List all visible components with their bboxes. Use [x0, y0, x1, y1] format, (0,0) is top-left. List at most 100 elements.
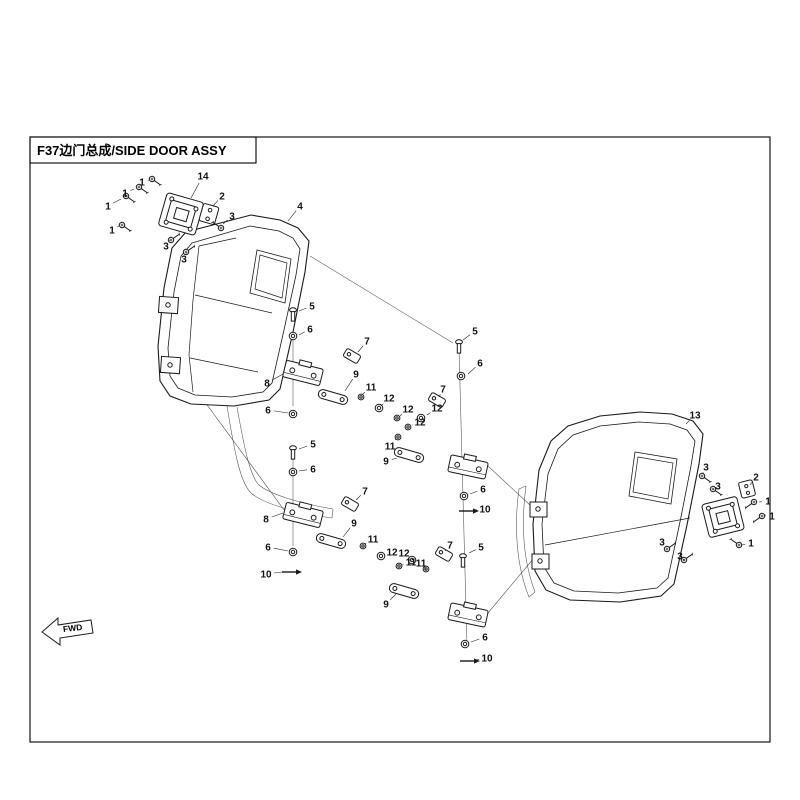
left-door-outline: [157, 214, 310, 407]
callout-label: 13: [689, 411, 701, 422]
washer-part: [288, 331, 298, 341]
callout-label: 6: [310, 465, 316, 476]
callout-leader: [273, 410, 289, 414]
callout-label: 12: [402, 405, 414, 416]
callout-label: 11: [368, 535, 379, 546]
callout-leader: [130, 188, 135, 191]
right-door-hinge-tab-upper: [529, 501, 548, 518]
callout-label: 1: [139, 178, 145, 189]
callout-leader: [169, 239, 171, 242]
callout-label: 1: [765, 497, 771, 508]
fwd-arrow: FWD: [41, 616, 94, 646]
fwd-arrow-icon: [41, 616, 94, 646]
callout-label: 1: [769, 512, 775, 523]
callout-label: 1: [109, 226, 115, 237]
title-box-border: [29, 136, 257, 164]
washer-part: [395, 562, 403, 570]
callout-label: 5: [310, 440, 316, 451]
callout-label: 12: [386, 548, 398, 559]
callout-leader: [186, 251, 188, 254]
callout-leader: [438, 394, 441, 398]
callout-leader: [113, 198, 122, 204]
right-door-window: [628, 451, 678, 505]
callout-leader: [212, 200, 219, 207]
left-mount-plate: [158, 192, 204, 236]
bolt-part: [455, 339, 463, 354]
callout-label: 9: [351, 519, 357, 530]
callout-leader: [357, 345, 364, 353]
pin-part: [281, 568, 303, 576]
left-door-window: [249, 249, 292, 304]
callout-leader: [399, 414, 403, 417]
link-plate-part: [314, 532, 348, 550]
washer-part: [460, 639, 470, 649]
callout-leader: [298, 469, 308, 472]
callout-leader: [298, 445, 308, 450]
callout-leader: [298, 307, 307, 312]
left-door-hinge-tab-lower: [159, 355, 182, 375]
bracket-part: [342, 347, 362, 365]
callout-leader: [469, 490, 478, 495]
callout-leader: [741, 544, 746, 546]
right-door-outline: [532, 411, 704, 603]
hinge-plate-part: [447, 450, 490, 480]
washer-part: [288, 547, 298, 557]
pin-part: [458, 507, 480, 515]
callout-leader: [423, 566, 427, 570]
callout-leader: [394, 438, 397, 441]
callout-leader: [380, 403, 384, 407]
callout-label: 10: [481, 654, 493, 665]
callout-leader: [272, 373, 284, 381]
washer-part: [288, 409, 298, 419]
callout-label: 7: [440, 385, 446, 396]
screw-part: [147, 174, 163, 188]
callout-label: 7: [362, 487, 368, 498]
right-door-panel: [529, 411, 704, 603]
callout-label: 12: [414, 418, 426, 429]
callout-label: 3: [229, 212, 235, 223]
bracket-part: [340, 495, 360, 513]
callout-label: 3: [677, 552, 683, 563]
callout-leader: [273, 547, 289, 552]
callout-label: 11: [416, 559, 427, 570]
callout-label: 12: [431, 404, 443, 415]
callout-label: 6: [482, 633, 488, 644]
callout-label: 11: [366, 383, 377, 394]
callout-leader: [462, 334, 471, 341]
callout-label: 14: [197, 172, 209, 183]
page-title: F37边门总成/SIDE DOOR ASSY: [37, 143, 227, 158]
callout-leader: [685, 420, 690, 425]
callout-leader: [682, 558, 685, 561]
callout-label: 6: [477, 359, 483, 370]
callout-leader: [391, 457, 398, 460]
callout-label: 6: [307, 325, 313, 336]
callout-leader: [344, 378, 353, 392]
callout-label: 3: [163, 242, 169, 253]
right-mount-hardware: [662, 471, 767, 565]
callout-label: 11: [406, 558, 417, 569]
screw-part: [697, 471, 713, 485]
callout-leader: [271, 512, 284, 518]
callout-leader: [444, 549, 447, 552]
right-latch-plate: [738, 479, 756, 499]
screw-part: [751, 511, 767, 525]
callout-label: 3: [659, 538, 665, 549]
right-mount-plate: [701, 496, 745, 538]
callout-label: 8: [264, 379, 270, 390]
link-plate-part: [316, 388, 350, 406]
callout-label: 2: [753, 473, 759, 484]
callout-leader: [117, 225, 120, 228]
washer-part: [376, 551, 386, 561]
callout-leader: [362, 392, 366, 395]
callout-label: 1: [122, 189, 128, 200]
screw-part: [743, 497, 759, 511]
callout-leader: [390, 593, 397, 600]
callout-label: 6: [265, 543, 271, 554]
hinge-plate-part: [447, 598, 490, 628]
right-hinge-column: [387, 339, 490, 665]
callout-label: 12: [398, 549, 410, 560]
pin-part: [459, 657, 481, 665]
bolt-part: [289, 445, 297, 460]
callout-leader: [222, 219, 228, 225]
